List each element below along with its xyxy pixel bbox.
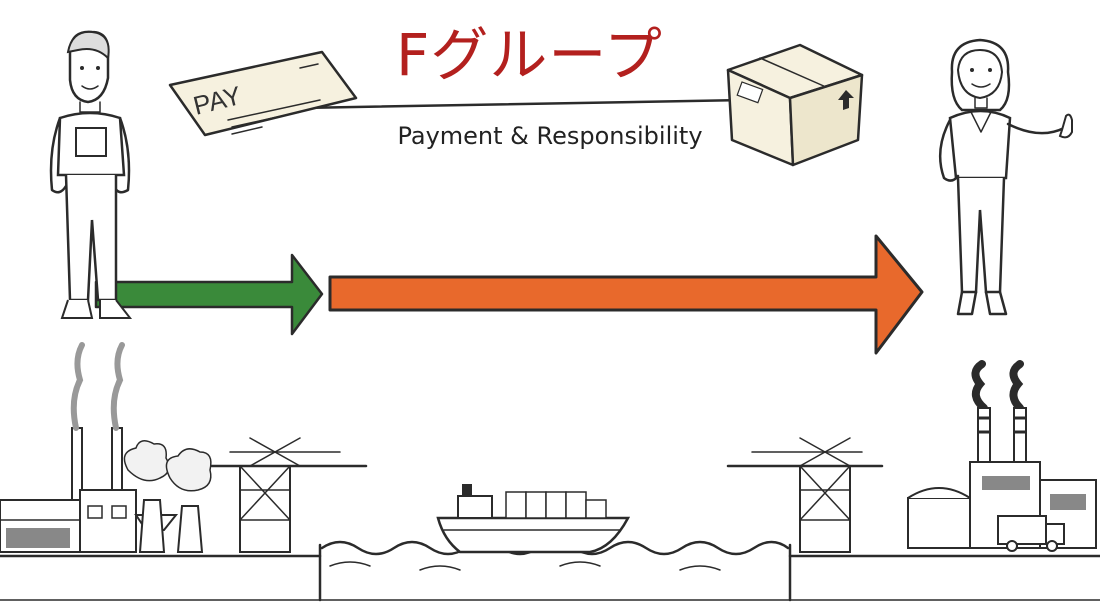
orange-arrow <box>328 234 924 355</box>
payment-goods-connector <box>298 98 747 110</box>
ground-line <box>0 543 1100 602</box>
page-subtitle: Payment & Responsibility <box>397 122 703 150</box>
woman-thumbs-up-figure <box>938 38 1073 316</box>
left-factory <box>0 342 212 553</box>
right-factory <box>907 360 1097 552</box>
check-icon: PAY <box>168 50 358 137</box>
right-port-crane <box>726 437 884 553</box>
page-title: Fグループ <box>396 21 663 89</box>
green-arrow <box>94 253 324 336</box>
cargo-ship <box>436 484 631 554</box>
box-icon <box>726 43 864 167</box>
garbage-truck-icon <box>997 515 1065 552</box>
worker-figure <box>49 30 133 319</box>
left-port-crane <box>210 437 368 553</box>
